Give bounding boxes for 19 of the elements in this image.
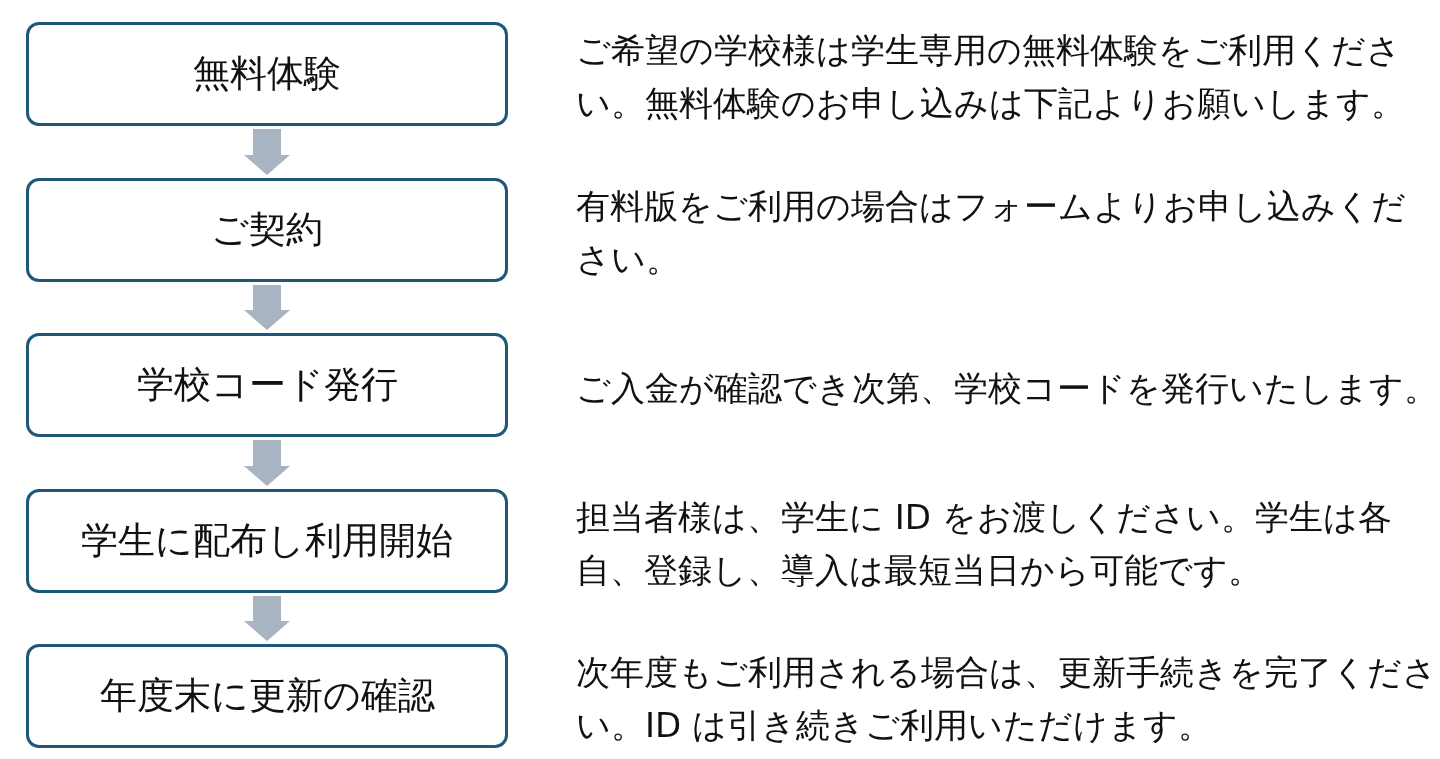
step-label: 学生に配布し利用開始	[81, 518, 453, 564]
step-description: 有料版をご利用の場合はフォームよりお申し込みください。	[576, 185, 1407, 281]
step-label: 無料体験	[193, 51, 341, 97]
process-box	[26, 489, 508, 593]
step-description: 担当者様は、学生に ID をお渡しください。学生は各自、登録し、導入は最短当日から可能です。	[576, 496, 1393, 592]
process-box	[26, 644, 508, 748]
process-box	[26, 178, 508, 282]
step-description: 次年度もご利用される場合は、更新手続きを完了ください。ID は引き続きご利用いただけます。	[576, 651, 1438, 747]
arrow	[244, 440, 290, 486]
arrow	[244, 596, 290, 641]
step-description: ご希望の学校様は学生専用の無料体験をご利用ください。無料体験のお申し込みは下記よりお願いします。	[576, 29, 1406, 125]
process-box	[26, 333, 508, 437]
step-label: 年度末に更新の確認	[99, 673, 435, 719]
step-description: ご入金が確認でき次第、学校コードを発行いたします。	[576, 366, 1438, 410]
step-label: 学校コード発行	[136, 362, 398, 408]
arrow	[244, 129, 290, 175]
arrow	[244, 285, 290, 330]
process-box	[26, 22, 508, 126]
step-label: ご契約	[211, 207, 323, 253]
